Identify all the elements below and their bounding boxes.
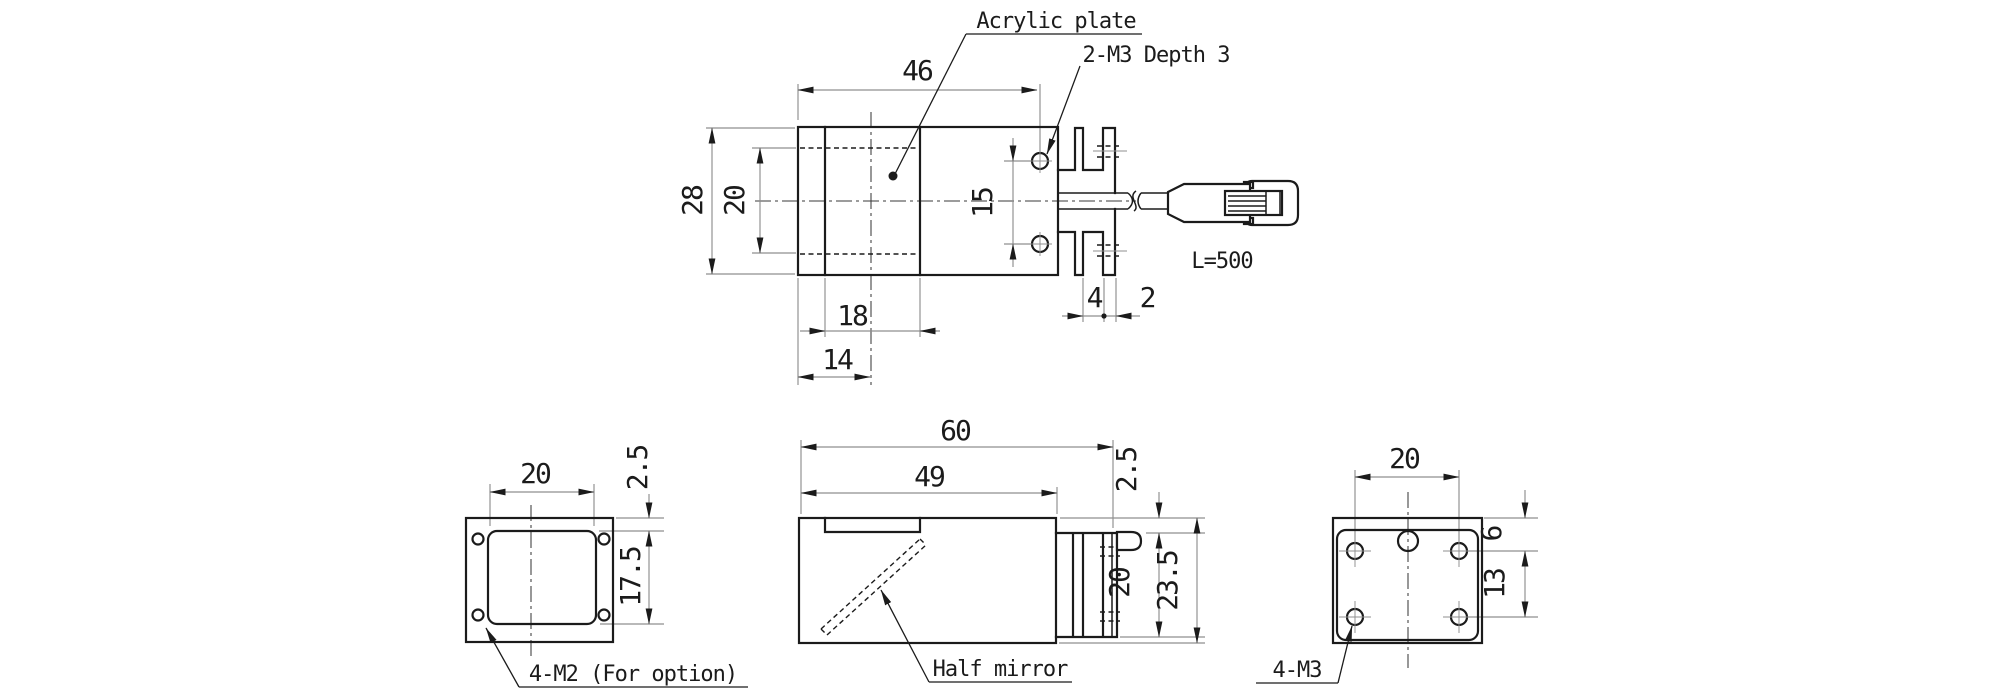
end-view-labels: 20 6 13 4-M3 xyxy=(1273,442,1511,683)
front-dim-20-text: 20 xyxy=(520,457,551,490)
flange-thread-center-lines xyxy=(1093,150,1127,252)
dim-28-text: 28 xyxy=(676,185,709,216)
m3-end-label: 4-M3 xyxy=(1273,658,1322,683)
m3-depth-label: 2-M3 Depth 3 xyxy=(1083,43,1230,68)
front-dim-17_5-text: 17.5 xyxy=(614,547,647,607)
end-dim-20-text: 20 xyxy=(1389,442,1420,475)
side-cable-stub xyxy=(1115,530,1143,552)
half-mirror-label: Half mirror xyxy=(933,657,1068,682)
acrylic-plate-label: Acrylic plate xyxy=(976,9,1135,34)
sensor-body-outline xyxy=(796,125,1060,277)
side-dim-20-text: 20 xyxy=(1103,567,1136,598)
end-outer-outline xyxy=(1331,516,1484,645)
side-view-dimensions xyxy=(800,440,1205,644)
end-view-dimensions xyxy=(1354,470,1538,618)
dim-15-extensions xyxy=(1004,160,1032,245)
end-view: 20 6 13 4-M3 xyxy=(1256,442,1538,684)
front-view: 20 2.5 17.5 4-M2 (For option) xyxy=(464,446,748,688)
front-outer-outline xyxy=(464,516,615,644)
cable-exit-hole xyxy=(1396,529,1420,553)
m2-option-label: 4-M2 (For option) xyxy=(529,662,737,687)
end-dim-20-extensions xyxy=(1354,470,1460,545)
dim-shared-point xyxy=(1101,313,1107,319)
top-view-labels: Acrylic plate 2-M3 Depth 3 L=500 46 28 2… xyxy=(676,9,1254,376)
dim-15-text: 15 xyxy=(966,188,999,218)
m3-end-leader xyxy=(1337,625,1353,684)
top-view: Acrylic plate 2-M3 Depth 3 L=500 46 28 2… xyxy=(676,9,1300,385)
end-view-object xyxy=(1331,516,1484,645)
front-aperture-outline xyxy=(486,529,598,626)
end-view-leaders xyxy=(1256,625,1353,684)
side-flange-hidden-threads xyxy=(1100,546,1120,622)
hidden-channel-lines xyxy=(800,147,920,255)
cable-segment-1 xyxy=(1058,192,1128,210)
dim-4-text: 4 xyxy=(1087,281,1103,314)
end-dim-6-text: 6 xyxy=(1475,525,1508,541)
side-dim-23_5-text: 23.5 xyxy=(1151,551,1184,611)
cable-break-cap xyxy=(1127,192,1134,210)
m2-hole-top-left xyxy=(471,532,485,546)
cable-segment-2 xyxy=(1137,192,1168,210)
connector xyxy=(1166,179,1300,227)
connector-contacts xyxy=(1228,191,1281,215)
cable-length-label: L=500 xyxy=(1191,249,1252,274)
side-view-labels: 60 49 2.5 20 23.5 Half mirror xyxy=(914,414,1184,682)
top-view-dimensions xyxy=(706,84,1140,385)
dim-18-text: 18 xyxy=(837,299,868,332)
dim-2-text: 2 xyxy=(1140,281,1155,314)
side-dim-60-text: 60 xyxy=(940,414,971,447)
m2-hole-top-right xyxy=(597,532,611,546)
end-hole-cross-marks xyxy=(1339,535,1475,633)
flange-fins-bottom xyxy=(1056,207,1117,277)
front-dim-20-extensions xyxy=(489,484,595,526)
side-dim-2_5-text: 2.5 xyxy=(1110,448,1143,493)
dim-20-text: 20 xyxy=(718,185,751,216)
top-view-leaders xyxy=(888,33,1142,181)
end-dim-13-text: 13 xyxy=(1478,569,1511,599)
top-view-center-lines xyxy=(755,112,1136,385)
m2-hole-bottom-right xyxy=(597,608,611,622)
dim-28-extensions xyxy=(706,127,795,275)
cable-break-squiggle xyxy=(1132,190,1137,212)
front-dim-2_5-text: 2.5 xyxy=(621,446,654,491)
flange-fins-top xyxy=(1056,126,1117,195)
dim-4-2-extensions xyxy=(1082,278,1117,322)
half-mirror-strip xyxy=(820,538,927,636)
side-top-slot xyxy=(823,516,922,534)
dim-46-text: 46 xyxy=(902,54,933,87)
cable xyxy=(1058,190,1168,212)
m2-leader-line xyxy=(485,627,520,688)
side-dim-49-text: 49 xyxy=(914,460,944,493)
dim-18-extensions xyxy=(800,278,940,337)
side-flange-plates xyxy=(1054,531,1119,639)
front-view-object xyxy=(464,516,615,644)
m2-hole-bottom-left xyxy=(471,608,485,622)
front-view-labels: 20 2.5 17.5 4-M2 (For option) xyxy=(520,446,738,687)
side-body-outline xyxy=(797,516,1058,645)
hole-cross-marks xyxy=(1028,149,1052,256)
top-view-object xyxy=(796,125,1300,277)
flange-thread-hidden-lines xyxy=(1097,145,1121,257)
half-mirror-leader xyxy=(880,589,930,683)
dim-14-text: 14 xyxy=(822,343,853,376)
side-view: 60 49 2.5 20 23.5 Half mirror xyxy=(797,414,1205,683)
front-view-leaders xyxy=(485,627,748,688)
body-inner-edges xyxy=(823,125,922,277)
side-dim-right-extensions xyxy=(1059,517,1205,644)
m3-leader-line xyxy=(1046,65,1081,155)
side-view-object xyxy=(797,516,1143,645)
side-view-leaders xyxy=(880,589,1072,683)
side-dim-top-extensions xyxy=(800,440,1114,528)
acrylic-leader-line xyxy=(894,33,967,175)
front-dim-right-extensions xyxy=(599,517,664,625)
